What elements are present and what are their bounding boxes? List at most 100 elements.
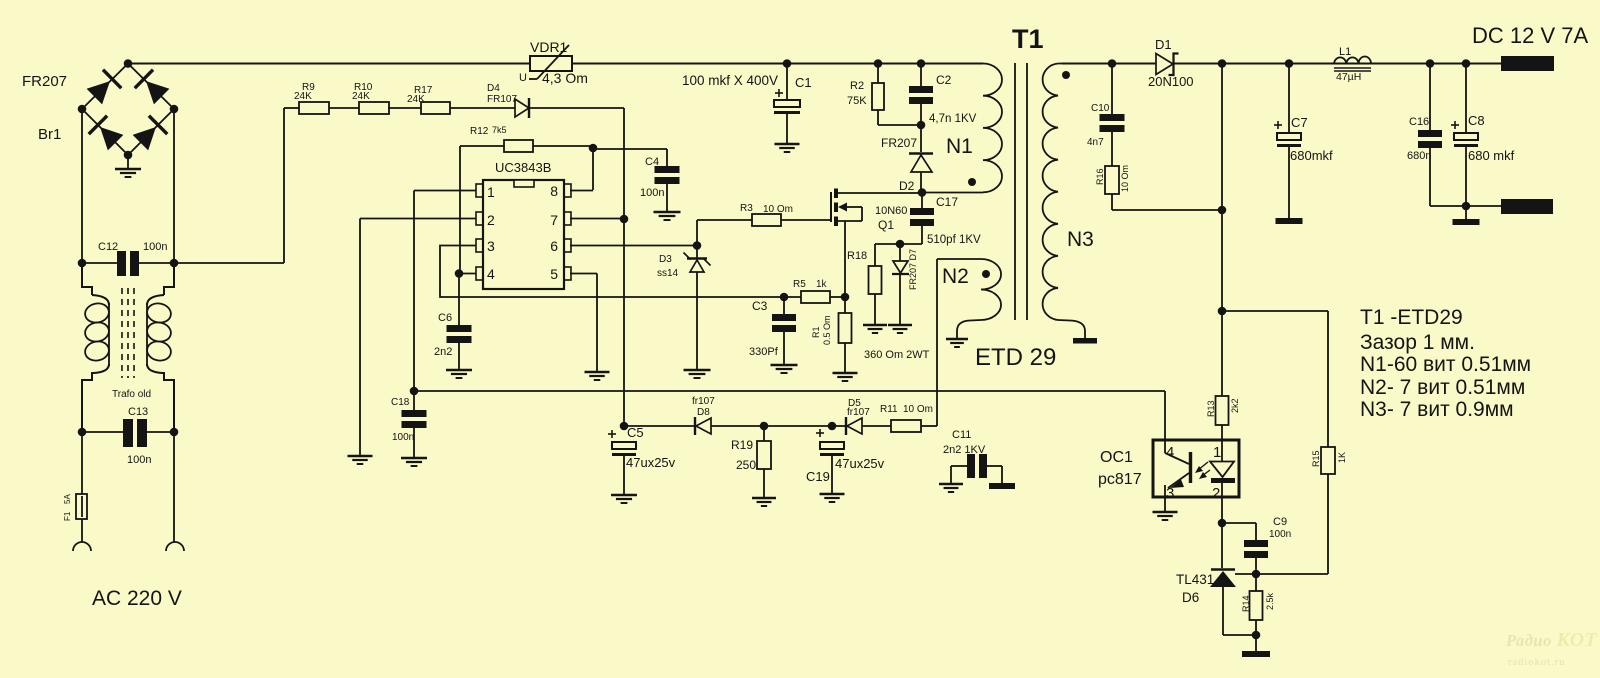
svg-text:47ux25v: 47ux25v [626,455,676,470]
svg-text:D4: D4 [487,83,500,94]
svg-text:DC 12 V 7A: DC 12 V 7A [1472,23,1588,48]
svg-text:R18: R18 [847,250,867,262]
svg-text:N2- 7 вит 0.51мм: N2- 7 вит 0.51мм [1360,376,1525,399]
svg-text:AC 220 V: AC 220 V [92,587,182,610]
svg-text:2.5k: 2.5k [1265,592,1275,610]
svg-text:100n: 100n [392,432,414,443]
svg-text:C18: C18 [391,397,410,408]
svg-text:R11: R11 [880,404,898,415]
svg-text:75K: 75K [847,95,867,107]
svg-text:680n: 680n [1407,150,1431,162]
svg-text:fr107: fr107 [847,407,870,418]
svg-text:10 Om: 10 Om [903,404,933,415]
svg-text:Q1: Q1 [878,218,894,232]
svg-text:VDR1: VDR1 [530,39,568,55]
svg-text:D3: D3 [659,254,672,265]
svg-text:T1 -ETD29: T1 -ETD29 [1360,306,1463,329]
svg-text:R19: R19 [731,438,753,452]
svg-text:4,7n 1KV: 4,7n 1KV [929,113,977,125]
svg-text:3: 3 [1166,485,1174,502]
svg-text:4,3 Om: 4,3 Om [542,70,588,86]
svg-text:360 Om 2WT: 360 Om 2WT [864,349,930,361]
svg-text:1K: 1K [1337,452,1347,463]
svg-text:C11: C11 [952,429,971,441]
svg-text:C9: C9 [1273,516,1287,528]
svg-text:R12: R12 [470,126,489,137]
svg-text:R15: R15 [1311,450,1321,467]
svg-text:F1: F1 [63,511,72,521]
svg-text:D8: D8 [697,407,710,418]
svg-text:T1: T1 [1012,24,1044,54]
svg-text:10 Om: 10 Om [763,204,793,215]
svg-text:Радио КОТ: Радио КОТ [1505,629,1598,651]
svg-text:6: 6 [550,238,558,254]
svg-text:Trafo old: Trafo old [112,389,151,400]
svg-text:1: 1 [1213,444,1221,461]
svg-text:N3- 7 вит 0.9мм: N3- 7 вит 0.9мм [1360,398,1514,421]
svg-text:fr107: fr107 [692,396,715,407]
svg-text:C4: C4 [645,156,659,168]
svg-text:7: 7 [550,212,558,228]
svg-text:7k5: 7k5 [492,125,507,135]
svg-text:R10: R10 [354,82,373,93]
svg-text:C12: C12 [98,241,118,253]
svg-text:U: U [519,72,527,84]
svg-text:OC1: OC1 [1100,449,1133,466]
svg-text:Br1: Br1 [38,126,61,143]
svg-text:C6: C6 [438,312,452,324]
svg-text:4: 4 [487,266,495,282]
svg-text:C3: C3 [752,299,768,313]
svg-text:FR207: FR207 [22,73,67,90]
svg-text:100 mkf X 400V: 100 mkf X 400V [682,73,778,88]
svg-text:5A: 5A [63,494,72,504]
svg-text:C7: C7 [1291,115,1308,130]
svg-text:250: 250 [736,458,756,472]
svg-text:47µH: 47µH [1336,71,1361,83]
svg-text:C1: C1 [795,75,812,90]
svg-text:C10: C10 [1091,103,1110,114]
svg-text:D6: D6 [1182,590,1199,605]
svg-text:C8: C8 [1468,113,1485,128]
svg-text:C17: C17 [936,195,958,209]
svg-text:FR207 D7: FR207 D7 [908,249,918,290]
svg-text:N1: N1 [946,135,973,158]
svg-text:TL431: TL431 [1176,572,1214,587]
svg-text:680mkf: 680mkf [1290,148,1333,163]
svg-text:R9: R9 [302,82,315,93]
svg-text:24K: 24K [294,91,312,102]
svg-text:2n2 1KV: 2n2 1KV [943,444,986,456]
svg-text:radiokot.ru: radiokot.ru [1508,657,1565,668]
svg-text:N2: N2 [942,265,969,288]
svg-text:20N100: 20N100 [1148,74,1194,89]
svg-text:100n: 100n [1269,529,1291,540]
svg-text:330Pf: 330Pf [749,346,779,358]
svg-text:2: 2 [487,212,495,228]
svg-text:C13: C13 [128,406,148,418]
svg-text:2n2: 2n2 [434,346,452,358]
svg-text:100n: 100n [143,241,167,253]
svg-text:R1: R1 [811,326,821,338]
svg-text:D1: D1 [1155,37,1172,52]
svg-text:1k: 1k [816,279,828,290]
svg-text:510pf 1KV: 510pf 1KV [927,234,981,246]
svg-text:100n: 100n [640,187,664,199]
svg-text:FR207: FR207 [881,136,917,150]
svg-text:10 Om: 10 Om [1120,165,1130,192]
svg-text:8: 8 [550,183,558,199]
svg-text:D2: D2 [899,179,915,193]
svg-text:C2: C2 [936,73,952,87]
svg-text:ss14: ss14 [657,268,679,279]
svg-text:ETD 29: ETD 29 [975,344,1056,371]
svg-text:100n: 100n [127,454,151,466]
svg-text:47ux25v: 47ux25v [835,456,885,471]
svg-text:10N60: 10N60 [875,205,907,217]
svg-text:R5: R5 [793,279,806,290]
svg-text:1: 1 [487,184,495,200]
svg-text:680 mkf: 680 mkf [1468,148,1515,163]
svg-text:R3: R3 [740,203,753,214]
svg-text:R14: R14 [1241,595,1251,612]
svg-text:N1-60 вит 0.51мм: N1-60 вит 0.51мм [1360,353,1531,376]
svg-text:C5: C5 [627,425,644,440]
svg-text:24K: 24K [407,94,425,105]
svg-text:R2: R2 [850,80,864,92]
